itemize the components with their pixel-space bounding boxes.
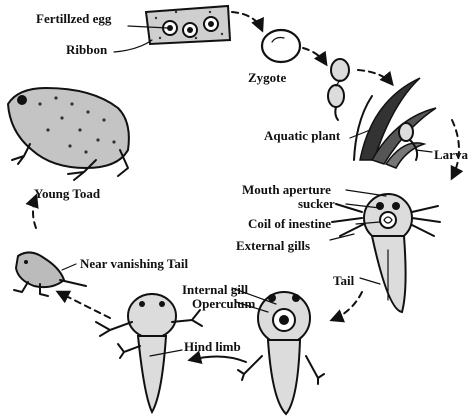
label-internal-gill: Internal gill — [182, 282, 248, 297]
label-sucker: sucker — [298, 196, 335, 211]
young-toad — [6, 86, 130, 181]
cycle-arrow-ribbon-to-zygote — [231, 11, 264, 33]
aquatic-plant — [353, 77, 437, 169]
cycle-arrow-larva-to-tadpole — [450, 119, 464, 181]
cycle-arrow-hind-limb-stage — [187, 350, 247, 365]
froglet-near-vanishing-tail — [13, 251, 87, 297]
label-coil-of-intestine: Coil of inestine — [248, 216, 331, 231]
leader-lines — [61, 25, 433, 357]
tadpole-external-gills — [331, 193, 441, 314]
label-aquatic-plant: Aquatic plant — [264, 128, 341, 143]
label-external-gills: External gills — [236, 238, 310, 253]
egg-ribbon — [144, 4, 232, 46]
label-near-vanishing-tail: Near vanishing Tail — [80, 256, 189, 271]
label-tail: Tail — [333, 273, 355, 288]
cycle-arrow-to-young-toad — [25, 193, 39, 229]
label-fertilized-egg: Fertillzed egg — [36, 11, 112, 26]
label-mouth-aperture: Mouth aperture — [242, 182, 331, 197]
label-operculum: Operculum — [192, 296, 255, 311]
label-hind-limb: Hind limb — [184, 339, 241, 354]
label-young-toad: Young Toad — [34, 186, 101, 201]
tadpole-hind-limb — [95, 293, 203, 415]
cycle-arrows — [25, 11, 464, 365]
cycle-arrow-to-near-vanishing-tail — [55, 290, 111, 319]
label-zygote: Zygote — [248, 70, 287, 85]
tadpole-internal-gill — [237, 291, 325, 416]
cycle-arrow-tadpole-to-internal-gill — [329, 291, 363, 323]
fertilized-eggs — [162, 16, 219, 38]
labels: Fertillzed egg Ribbon Zygote Aquatic pla… — [34, 11, 468, 354]
zygote — [260, 28, 302, 64]
cycle-arrow-embryo-to-larva — [357, 69, 394, 87]
label-ribbon: Ribbon — [66, 42, 108, 57]
cycle-arrow-zygote-to-embryo — [302, 47, 328, 67]
label-larva: Larva — [434, 147, 468, 162]
embryo — [327, 58, 350, 121]
